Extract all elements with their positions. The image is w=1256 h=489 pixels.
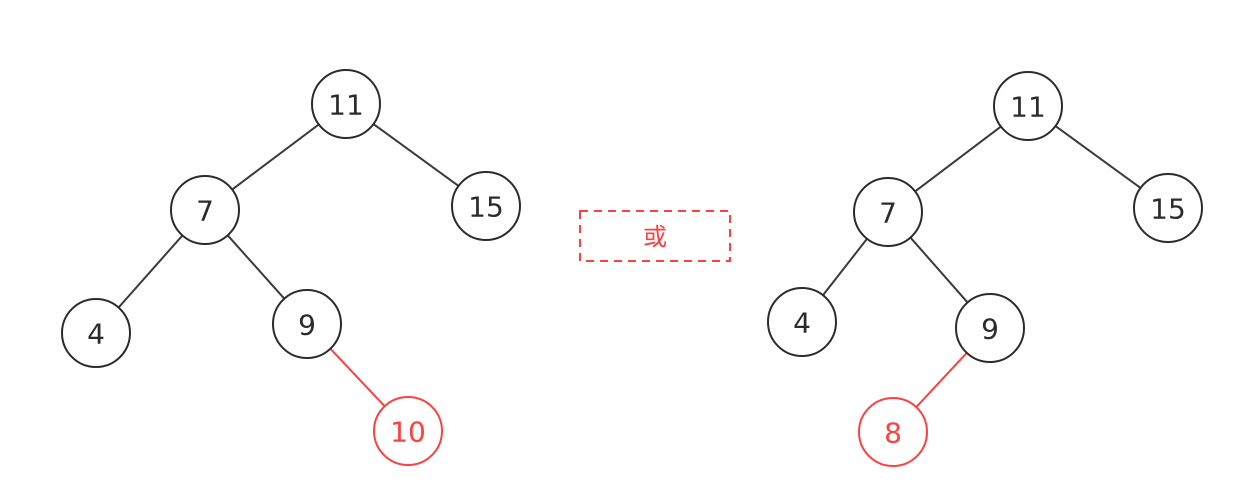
tree-edge: [117, 234, 184, 309]
tree-node-label: 4: [87, 318, 105, 351]
tree-node-circle: [272, 289, 342, 359]
tree-node: 4: [767, 287, 837, 357]
tree-edge: [914, 125, 1002, 193]
tree-edge: [329, 348, 386, 407]
tree-node-circle: [451, 171, 521, 241]
tree-left: 11 7 15 4 9 10: [61, 69, 521, 466]
tree-node: 7: [170, 175, 240, 245]
tree-node: 11: [311, 69, 381, 139]
tree-node-circle: [858, 397, 928, 467]
tree-node-circle: [61, 298, 131, 368]
tree-node: 15: [1133, 173, 1203, 243]
tree-node-label: 8: [884, 417, 902, 450]
tree-node-label: 7: [879, 197, 897, 230]
or-separator-box: [579, 210, 731, 262]
tree-node-label: 9: [298, 309, 316, 342]
tree-node-circle: [170, 175, 240, 245]
tree-node: 9: [955, 293, 1025, 363]
tree-node-label: 15: [468, 191, 504, 224]
tree-node-circle: [373, 396, 443, 466]
tree-node-label: 7: [196, 195, 214, 228]
tree-edge: [915, 352, 968, 408]
tree-node: 7: [853, 177, 923, 247]
tree-edge: [372, 123, 460, 187]
tree-node-label: 15: [1150, 193, 1186, 226]
tree-node-label: 9: [981, 313, 999, 346]
tree-node-circle: [311, 69, 381, 139]
tree-node: 4: [61, 298, 131, 368]
tree-node-circle: [853, 177, 923, 247]
tree-node: 8: [858, 397, 928, 467]
tree-edge: [226, 234, 286, 300]
tree-node-label: 4: [793, 307, 811, 340]
tree-node-label: 11: [328, 89, 364, 122]
tree-node: 15: [451, 171, 521, 241]
or-separator: 或: [579, 210, 731, 262]
or-separator-label: 或: [643, 223, 667, 251]
tree-node-label: 10: [390, 416, 426, 449]
trees-layer: 11 7 15 4 9 10 11 7 15 4 9 8: [61, 69, 1203, 467]
tree-right: 11 7 15 4 9 8: [767, 71, 1203, 467]
tree-edge: [909, 236, 969, 304]
tree-node-label: 11: [1010, 91, 1046, 124]
tree-node: 11: [993, 71, 1063, 141]
tree-node-circle: [993, 71, 1063, 141]
tree-edge: [1054, 125, 1142, 189]
tree-node-circle: [955, 293, 1025, 363]
tree-node: 10: [373, 396, 443, 466]
tree-edge: [822, 238, 868, 296]
tree-node-circle: [1133, 173, 1203, 243]
tree-node: 9: [272, 289, 342, 359]
tree-edge: [231, 123, 320, 191]
tree-node-circle: [767, 287, 837, 357]
